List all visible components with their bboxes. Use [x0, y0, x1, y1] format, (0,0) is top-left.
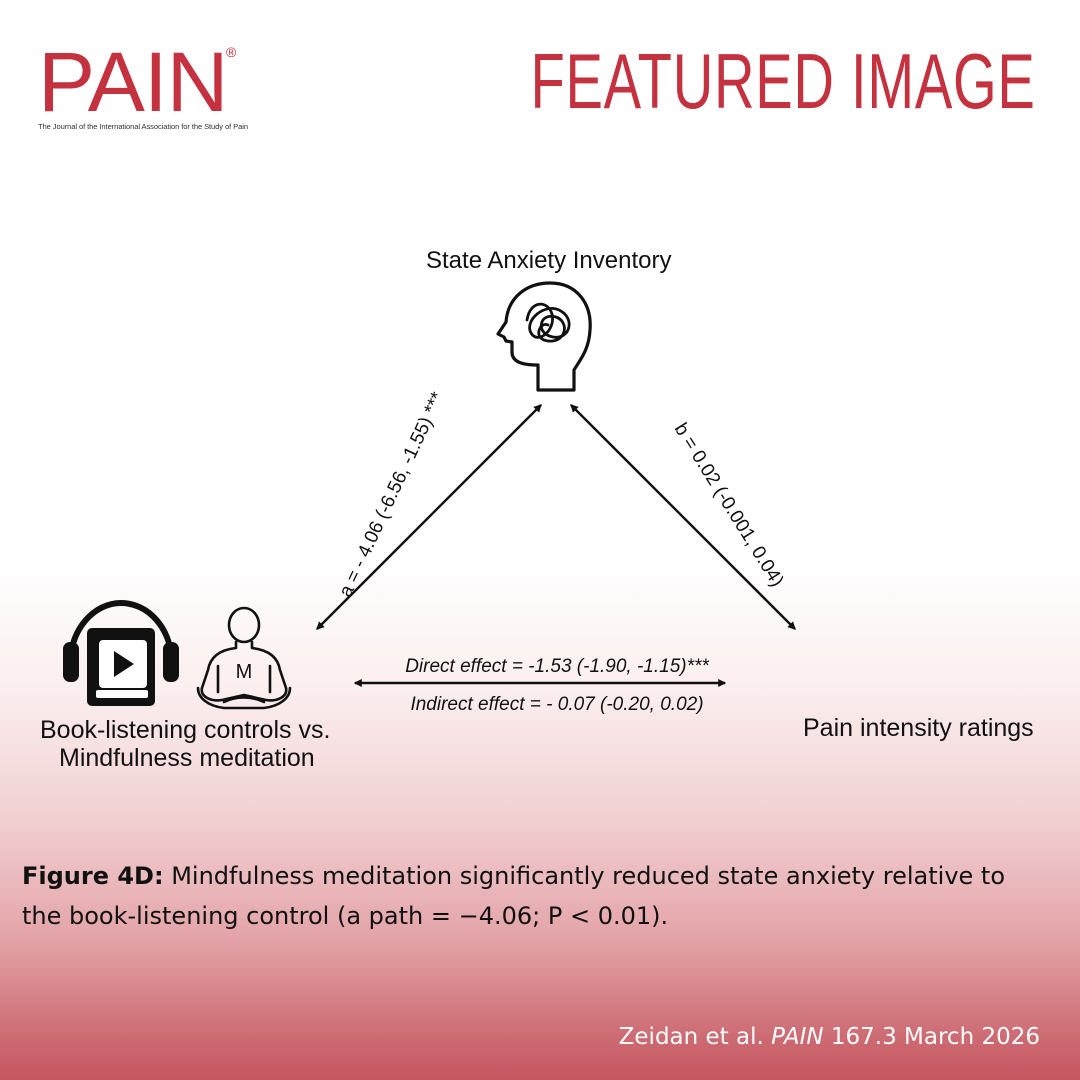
- predictor-label-line1: Book-listening controls vs.: [40, 716, 331, 744]
- caption-text: Mindfulness meditation significantly red…: [22, 862, 1006, 930]
- mediator-label: State Anxiety Inventory: [426, 247, 672, 274]
- indirect-effect-label: Indirect effect = - 0.07 (-0.20, 0.02): [410, 694, 703, 715]
- path-b-label: b = 0.02 (-0.001, 0.04): [670, 420, 788, 591]
- registered-mark: ®: [226, 44, 237, 60]
- logo-tagline: The Journal of the International Associa…: [38, 122, 248, 131]
- citation-journal: PAIN: [771, 1024, 824, 1050]
- citation-details: 167.3 March 2026: [823, 1024, 1040, 1050]
- caption-figure-number: Figure 4D:: [22, 862, 164, 890]
- meditation-icon-letter: M: [236, 661, 253, 683]
- meditating-person-icon: [196, 606, 292, 710]
- logo-wordmark: PAIN: [38, 35, 229, 129]
- figure-caption: Figure 4D: Mindfulness meditation signif…: [22, 856, 1052, 936]
- predictor-label-line2: Mindfulness meditation: [59, 744, 315, 772]
- pain-journal-logo: PAIN ® The Journal of the International …: [38, 40, 258, 131]
- citation: Zeidan et al. PAIN 167.3 March 2026: [619, 1024, 1040, 1050]
- citation-authors: Zeidan et al.: [618, 1024, 772, 1050]
- page-title: FEATURED IMAGE: [530, 37, 1036, 125]
- path-a-label: a = - 4.06 (-6.56, -1.55) ***: [335, 388, 449, 600]
- path-b-arrow: [570, 404, 796, 630]
- head-with-tangled-thoughts-icon: [496, 281, 592, 392]
- path-a-arrow: [316, 404, 542, 630]
- direct-effect-label: Direct effect = -1.53 (-1.90, -1.15)***: [405, 656, 709, 677]
- headphones-audiobook-icon: [63, 599, 179, 706]
- outcome-label: Pain intensity ratings: [803, 714, 1034, 742]
